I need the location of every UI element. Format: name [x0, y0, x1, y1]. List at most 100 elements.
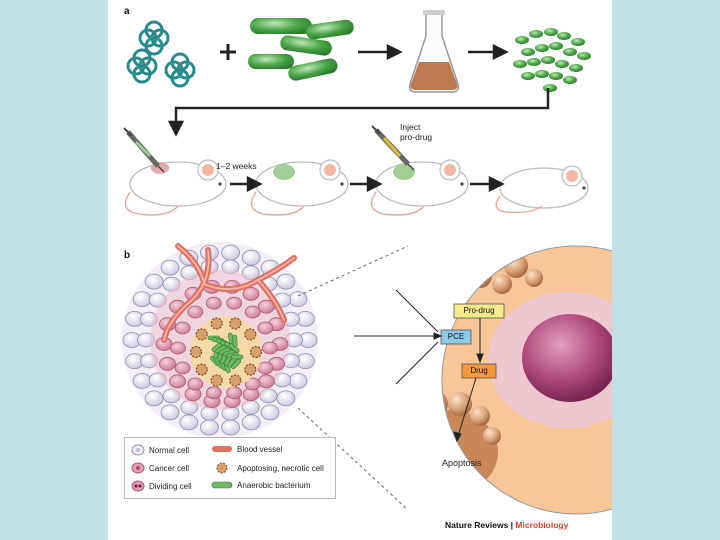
legend-dividing-cell: Dividing cell	[131, 480, 192, 492]
apoptosing-cell-icon	[216, 462, 228, 474]
zoom-indicator	[297, 245, 409, 511]
blood-vessel-icon	[212, 446, 232, 452]
legend-cancer-cell: Cancer cell	[131, 462, 189, 474]
apoptosing-cell	[210, 374, 223, 387]
anaerobic-bacterium	[230, 354, 244, 360]
normal-cell	[221, 419, 240, 436]
legend-apoptosing-cell: Apoptosing, necrotic cell	[211, 462, 324, 474]
apoptosis-label: Apoptosis	[442, 458, 482, 468]
dividing-cell-icon	[131, 480, 145, 492]
cancer-cell	[262, 341, 278, 355]
normal-cell	[144, 390, 164, 407]
cancer-cell	[170, 341, 186, 355]
apoptosing-cell	[244, 328, 257, 341]
normal-cell	[276, 390, 296, 407]
cancer-cell	[226, 386, 243, 400]
figure-illustration	[122, 10, 612, 515]
normal-cell	[144, 273, 164, 290]
cancer-cell	[205, 386, 222, 400]
legend-apoptosing-cell-label: Apoptosing, necrotic cell	[237, 463, 324, 473]
zoom-circle-border	[441, 245, 612, 515]
mouse-2	[250, 159, 349, 216]
apoptosing-cell	[195, 363, 208, 376]
legend-anaerobic-bacterium: Anaerobic bacterium	[211, 480, 310, 490]
mouse-1	[124, 159, 227, 216]
apoptosing-cell	[229, 317, 242, 330]
connector-arrow	[167, 88, 550, 137]
legend-blood-vessel-label: Blood vessel	[237, 444, 283, 454]
legend-dividing-cell-label: Dividing cell	[149, 481, 192, 491]
anaerobic-bacterium	[230, 358, 242, 370]
syringe-prodrug-icon	[371, 125, 415, 171]
bacteria-rods-icon	[248, 18, 354, 81]
normal-cell	[241, 249, 261, 266]
culture-flask-icon	[408, 10, 460, 93]
cancer-cell	[244, 377, 261, 391]
apoptosing-cell	[229, 374, 242, 387]
mouse-4	[495, 165, 589, 214]
cancer-cell	[257, 361, 274, 375]
arrows-row-a	[358, 43, 509, 61]
journal-credit: Nature Reviews | Microbiology	[445, 520, 568, 530]
apoptosing-cell	[249, 345, 263, 359]
cancer-cell	[257, 321, 274, 335]
normal-cell	[221, 244, 240, 261]
cancer-cell	[226, 296, 243, 310]
cancer-cell	[169, 374, 186, 389]
pathway-boxes	[440, 303, 505, 379]
normal-cell	[288, 372, 308, 389]
normal-cell	[276, 273, 296, 290]
legend-cancer-cell-label: Cancer cell	[149, 463, 190, 473]
cancer-cell	[187, 305, 204, 319]
normal-cell	[179, 414, 199, 431]
normal-cell	[288, 291, 308, 308]
drug-box-label: Drug	[470, 366, 488, 375]
cancer-cell	[174, 361, 191, 375]
anaerobic-bacterium	[232, 334, 238, 348]
bacteria-population-icon	[513, 28, 591, 92]
cancer-cell-icon	[131, 462, 145, 474]
mouse-3	[370, 159, 469, 216]
journal-name: Nature Reviews	[445, 520, 509, 530]
normal-cell-icon	[131, 444, 145, 456]
normal-cell	[241, 414, 261, 431]
prodrug-box-label: Pro-drug	[463, 306, 495, 315]
legend-normal-cell-label: Normal cell	[149, 445, 190, 455]
apoptosing-cell	[244, 363, 257, 376]
credit-separator: |	[508, 520, 516, 530]
inject-label-line2: pro-drug	[400, 132, 433, 142]
panel-label-b: b	[124, 250, 131, 261]
panel-label-a: a	[124, 6, 130, 17]
cancer-cell	[159, 356, 176, 371]
legend: Normal cell Cancer cell Dividing cell Bl…	[124, 437, 336, 499]
anaerobic-bacterium-icon	[211, 481, 233, 489]
normal-cell	[132, 372, 152, 389]
normal-cell	[260, 404, 280, 421]
cancer-cell	[257, 374, 275, 389]
legend-normal-cell: Normal cell	[131, 444, 189, 456]
pathway-arrows	[354, 289, 484, 443]
cancer-cell	[205, 296, 222, 310]
cancer-cell	[174, 321, 191, 335]
normal-cell	[200, 419, 219, 436]
journal-section: Microbiology	[515, 520, 569, 530]
cancer-cell	[242, 286, 260, 301]
pce-box-label: PCE	[447, 332, 465, 341]
plus-sign	[220, 44, 236, 60]
figure-page: a b 1–2 weeks Inject pro-drug Pro-drug P…	[108, 0, 612, 540]
inject-label-line1: Inject	[400, 122, 421, 132]
apoptosing-cell	[195, 328, 208, 341]
apoptosing-cell	[210, 317, 223, 330]
normal-cell	[160, 259, 180, 276]
normal-cell	[160, 404, 180, 421]
legend-blood-vessel: Blood vessel	[211, 444, 282, 454]
cancer-cell	[187, 377, 204, 391]
cancer-cell	[244, 305, 261, 319]
normal-cell	[132, 291, 152, 308]
apoptosing-cell	[189, 345, 203, 359]
arrows-row-mice	[230, 175, 505, 193]
interval-label: 1–2 weeks	[216, 161, 257, 171]
zoom-circle	[442, 246, 612, 514]
legend-anaerobic-bacterium-label: Anaerobic bacterium	[237, 480, 311, 490]
syringe-icon	[123, 127, 165, 173]
